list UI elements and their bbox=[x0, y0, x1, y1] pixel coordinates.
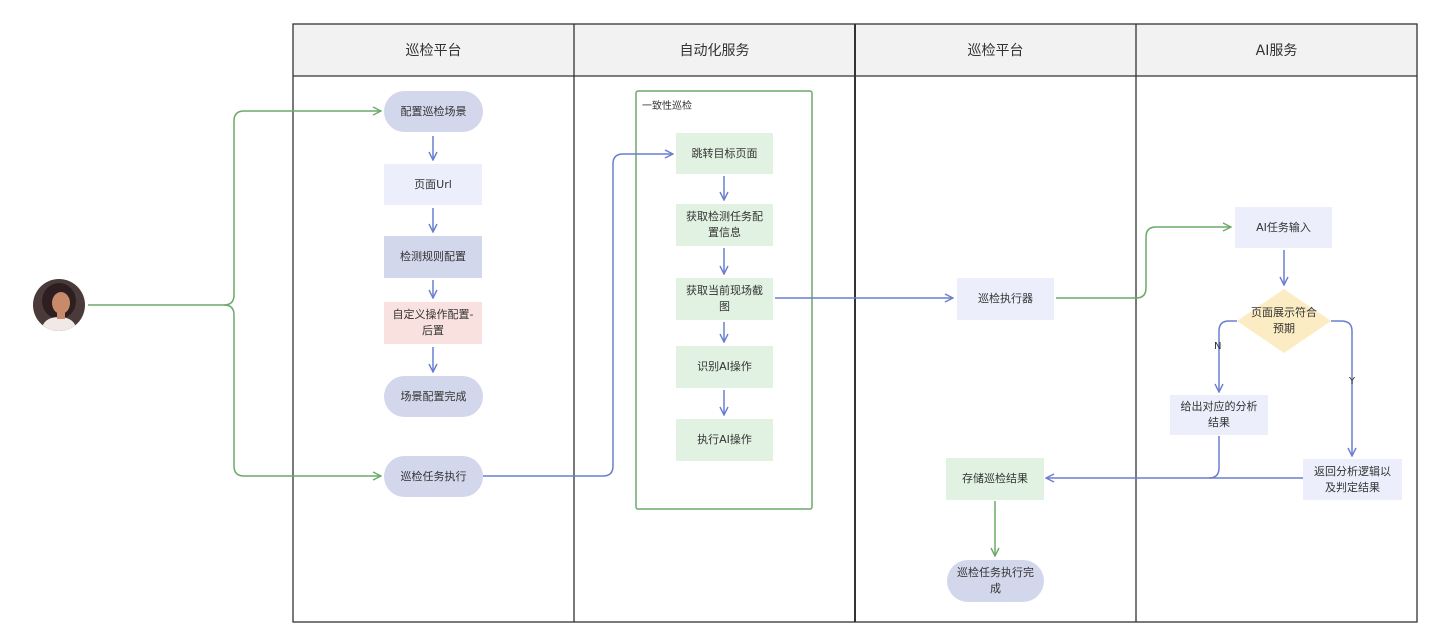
node-page-url: 页面Url bbox=[384, 164, 482, 205]
node-goto-target-page: 跳转目标页面 bbox=[676, 133, 773, 174]
edge-executor-to-ai-input bbox=[1056, 227, 1231, 299]
node-exec-ai-op: 执行AI操作 bbox=[676, 419, 773, 461]
edge-label-no: N bbox=[1214, 341, 1222, 352]
node-give-analysis: 给出对应的分析结果 bbox=[1170, 395, 1268, 435]
node-task-complete: 巡检任务执行完成 bbox=[947, 560, 1044, 602]
lane-title-automation-service: 自动化服务 bbox=[679, 43, 750, 59]
edge-user-to-config bbox=[88, 111, 381, 306]
user-avatar-icon bbox=[33, 279, 85, 331]
node-page-matches: 页面展示符合预期 bbox=[1251, 306, 1317, 335]
node-get-task-config: 获取检测任务配置信息 bbox=[676, 204, 773, 246]
node-config-scene: 配置巡检场景 bbox=[384, 91, 483, 132]
node-patrol-executor: 巡检执行器 bbox=[957, 278, 1054, 320]
consistency-group-frame bbox=[635, 90, 813, 510]
lane-title-ai-service: AI服务 bbox=[1255, 43, 1298, 59]
node-check-rule-config: 检测规则配置 bbox=[384, 236, 482, 278]
lane-title-patrol-platform-1: 巡检平台 bbox=[405, 43, 462, 59]
node-store-results: 存储巡检结果 bbox=[946, 458, 1044, 500]
edge-analysis-to-store bbox=[1046, 436, 1220, 478]
edge-user-to-execute bbox=[223, 304, 381, 476]
edge-decision-no bbox=[1219, 320, 1237, 392]
lane-title-patrol-platform-2: 巡检平台 bbox=[967, 43, 1024, 59]
edge-execute-to-goto bbox=[483, 154, 673, 477]
node-scene-config-done: 场景配置完成 bbox=[384, 376, 483, 417]
node-patrol-task-exec: 巡检任务执行 bbox=[384, 456, 483, 497]
node-return-logic: 返回分析逻辑以及判定结果 bbox=[1303, 459, 1402, 500]
edge-label-yes: Y bbox=[1349, 376, 1356, 387]
decision-diamond bbox=[1237, 289, 1331, 353]
node-ai-task-input: AI任务输入 bbox=[1235, 207, 1332, 248]
node-recognize-ai-op: 识别AI操作 bbox=[676, 346, 773, 388]
consistency-group-label: 一致性巡检 bbox=[642, 101, 692, 112]
edge-decision-yes bbox=[1331, 320, 1352, 456]
node-custom-op-config: 自定义操作配置-后置 bbox=[384, 302, 482, 344]
node-get-screenshot: 获取当前现场截图 bbox=[676, 278, 773, 320]
